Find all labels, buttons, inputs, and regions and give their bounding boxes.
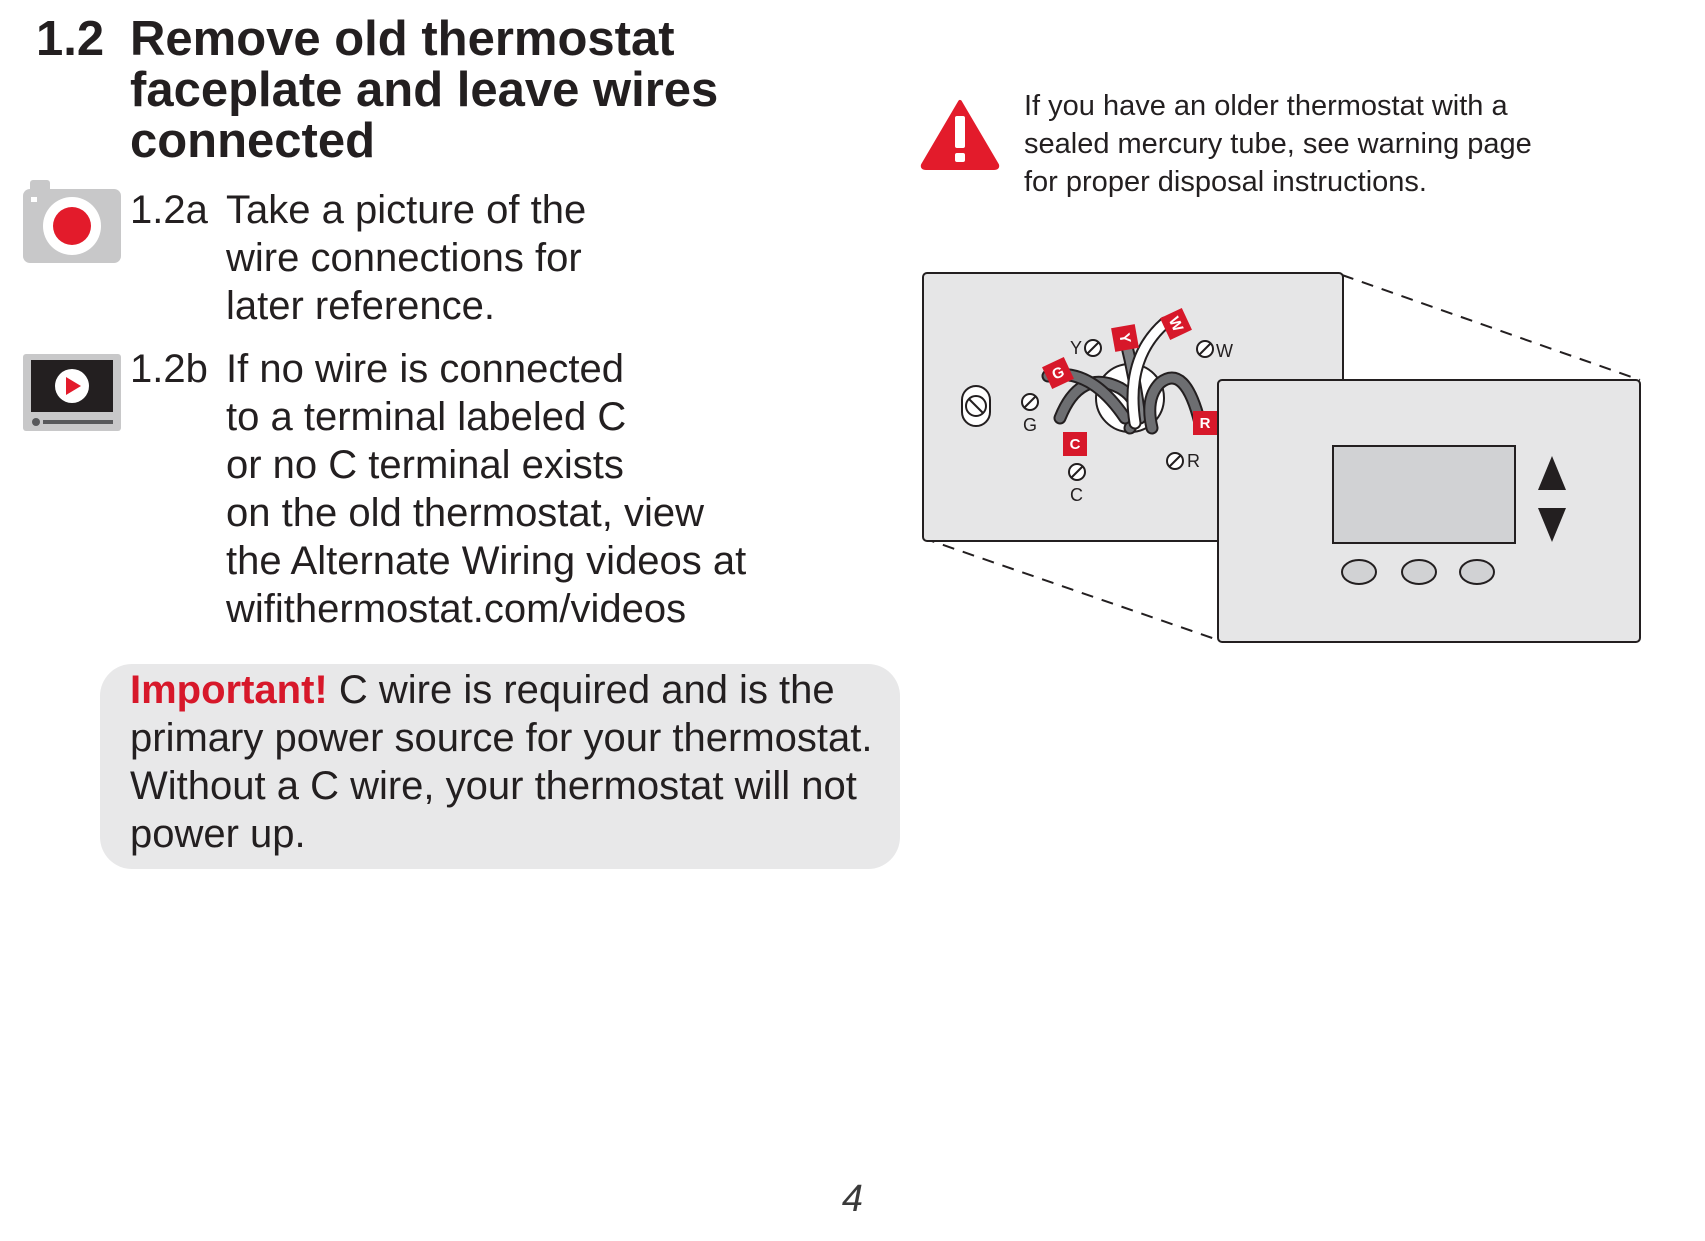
wire-tag-y: Y <box>1111 324 1139 352</box>
section-number: 1.2 <box>36 12 105 66</box>
page-number: 4 <box>841 1178 864 1220</box>
mounting-screw-icon <box>961 385 991 427</box>
important-callout: Important! C wire is required and is the… <box>100 664 900 869</box>
thermostat-diagram: Y W G R C G Y W C R <box>922 272 1641 643</box>
terminal-screws <box>1021 339 1214 481</box>
wire-tag-r: R <box>1193 411 1217 435</box>
video-icon <box>23 354 121 431</box>
thermostat-display <box>1332 445 1516 544</box>
terminal-label-r: R <box>1187 451 1200 471</box>
terminal-labels: Y W G R C <box>1023 338 1233 505</box>
wire-tag-g: G <box>1042 357 1074 389</box>
down-arrow-icon <box>1538 508 1566 542</box>
step-number: 1.2a <box>130 188 208 232</box>
terminal-label-g: G <box>1023 415 1037 435</box>
terminal-label-c: C <box>1070 485 1083 505</box>
wire-tag-w: W <box>1160 308 1192 340</box>
thermostat-button-middle <box>1401 559 1437 585</box>
svg-text:Y: Y <box>1115 332 1133 345</box>
camera-icon <box>23 180 121 263</box>
wires <box>1041 316 1207 435</box>
svg-text:R: R <box>1200 415 1211 432</box>
thermostat-button-left <box>1341 559 1377 585</box>
wire-tag-c: C <box>1063 432 1087 456</box>
up-arrow-icon <box>1538 456 1566 490</box>
warning-text: If you have an older thermostat with a s… <box>1024 90 1532 198</box>
terminal-label-w: W <box>1216 341 1233 361</box>
important-label: Important! <box>130 668 328 712</box>
thermostat-button-right <box>1459 559 1495 585</box>
step-text: If no wire is connected to a terminal la… <box>226 347 747 631</box>
step-number: 1.2b <box>130 347 208 391</box>
terminal-label-y: Y <box>1070 338 1082 358</box>
step-1-2b: 1.2b If no wire is connected to a termin… <box>130 345 790 645</box>
important-text: Important! C wire is required and is the… <box>130 668 873 856</box>
svg-text:C: C <box>1070 436 1081 453</box>
wire-tags: G Y W C R <box>1042 308 1217 456</box>
warning-icon <box>920 100 1000 170</box>
step-text: Take a picture of the wire connections f… <box>226 188 587 328</box>
step-1-2a: 1.2a Take a picture of the wire connecti… <box>130 186 790 336</box>
section-title: Remove old thermostat faceplate and leav… <box>130 12 719 168</box>
